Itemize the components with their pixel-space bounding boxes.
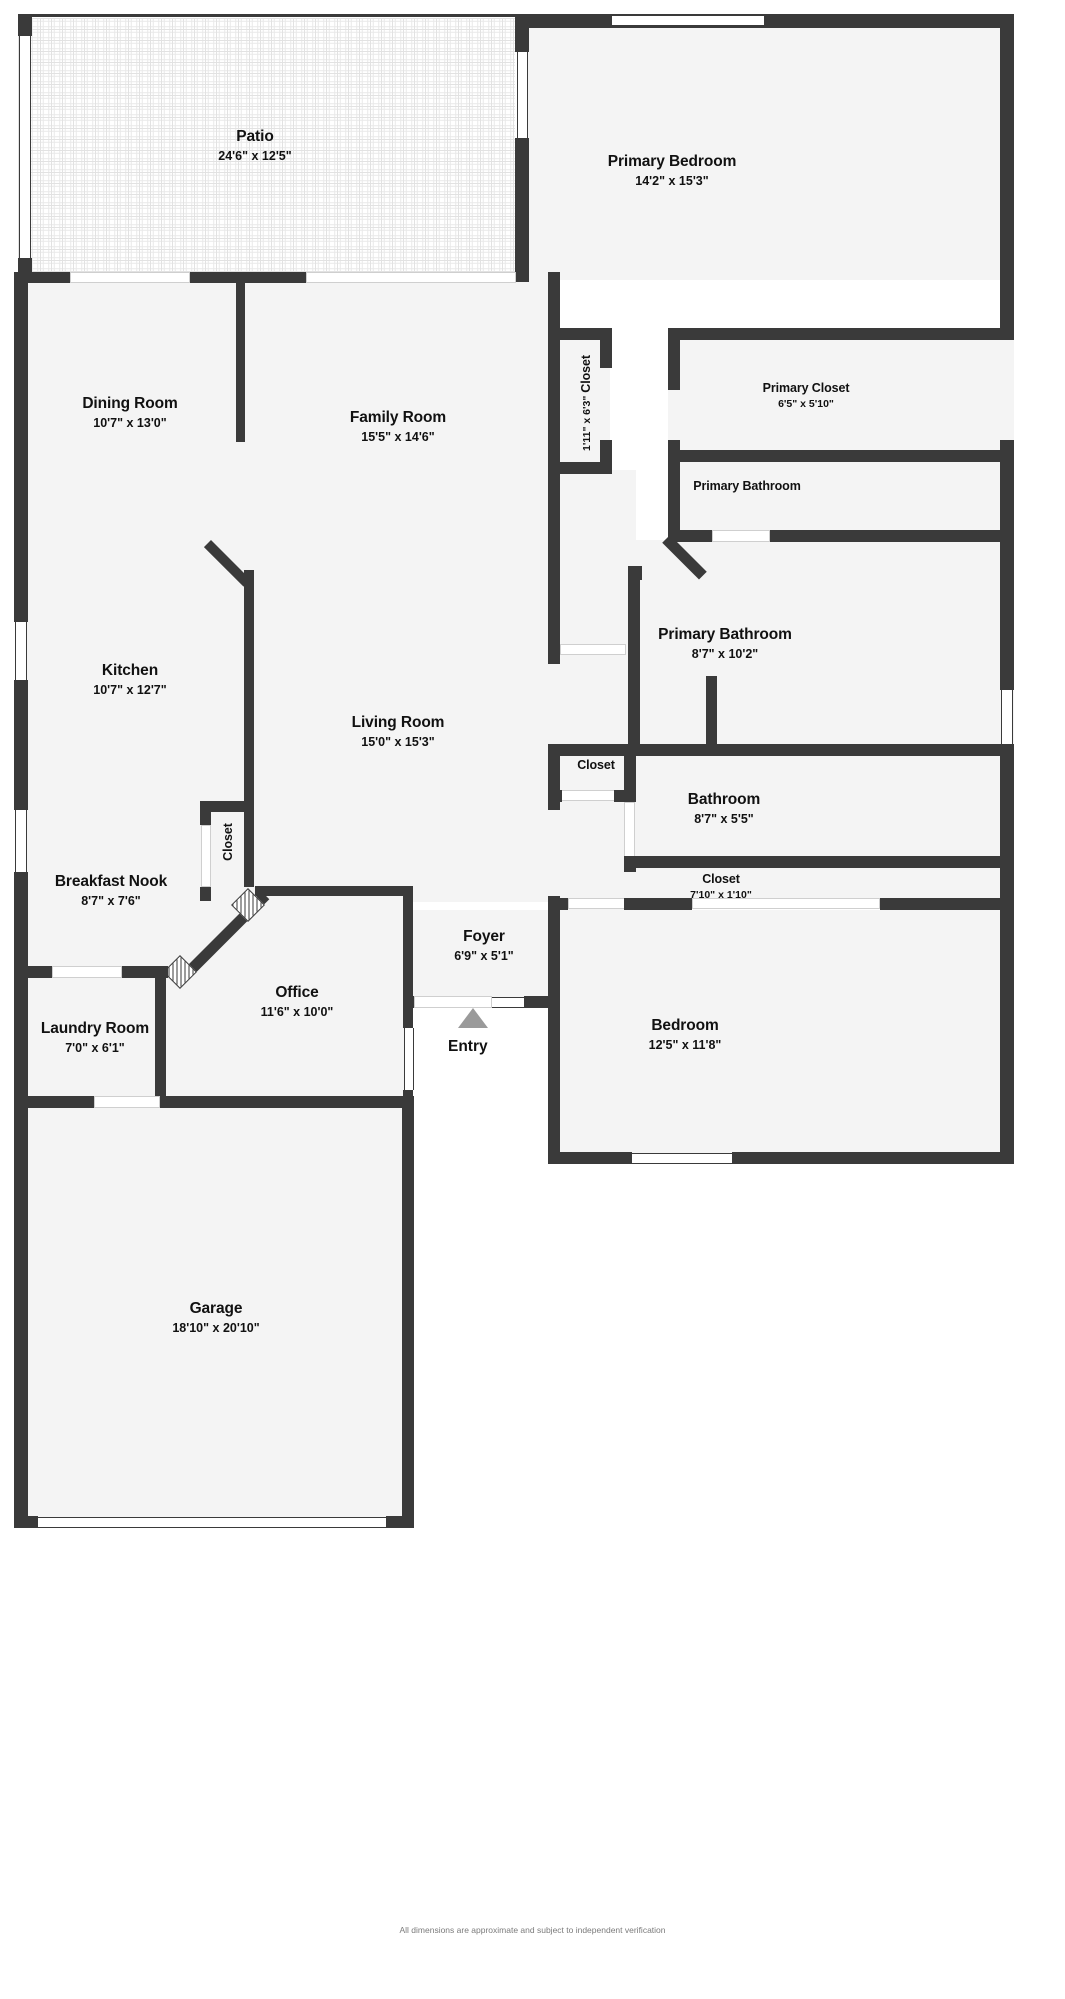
wall-hall-closet-right-top xyxy=(600,328,612,368)
wall-primary-closet-top xyxy=(668,328,1014,340)
wall-primary-closet-bottom xyxy=(668,450,1014,462)
floor-primary-bedroom xyxy=(520,18,1010,280)
floor-patio xyxy=(18,18,515,275)
opening-primary-bathwc-door xyxy=(712,530,770,542)
wall-bath-cluster-top xyxy=(548,744,1014,756)
wall-office-right-b xyxy=(403,1000,413,1028)
opening-nook-closet xyxy=(201,825,211,887)
window-kitchen-left-1 xyxy=(15,622,27,680)
floor-primary-bath-wc xyxy=(680,458,1014,538)
wall-exterior-right-lower xyxy=(1000,752,1014,1164)
floor-laundry xyxy=(18,972,160,1098)
wall-nook-closet-left-lower xyxy=(200,887,211,901)
opening-patio-dining xyxy=(70,272,190,283)
wall-hall-closet-left xyxy=(548,340,560,472)
wall-primary-bathroom-left xyxy=(628,570,640,752)
footer-disclaimer: All dimensions are approximate and subje… xyxy=(399,1925,666,1935)
window-foyer-sidelight xyxy=(492,997,524,1008)
wall-bedroom-top-a xyxy=(548,898,568,910)
wall-primary-bathwc-bottom-a xyxy=(668,530,712,542)
opening-hall-to-bath xyxy=(560,644,626,655)
wall-exterior-left-b xyxy=(14,680,28,810)
wall-garage-top-b xyxy=(160,1096,413,1108)
wall-garage-right xyxy=(402,1096,414,1528)
wall-exterior-left-garage xyxy=(14,1100,28,1528)
wall-office-right xyxy=(403,886,413,1000)
wall-family-right xyxy=(548,272,560,342)
wall-kitchen-right xyxy=(244,570,254,804)
wall-foyer-right xyxy=(548,910,560,1004)
wall-laundry-top-a xyxy=(18,966,52,978)
wall-patio-bottom-mid xyxy=(190,272,306,283)
opening-laundry-top xyxy=(52,966,122,978)
entry-label: Entry xyxy=(448,1038,488,1055)
garage-door xyxy=(38,1517,386,1528)
wall-foyer-bottom-b xyxy=(524,996,560,1008)
wall-nook-closet-top xyxy=(200,801,254,812)
wall-hall-closet-bottom xyxy=(548,462,612,474)
floor-office xyxy=(160,1000,412,1098)
wall-closet-hall2-right xyxy=(624,744,636,796)
entry-arrow-icon xyxy=(458,1008,488,1028)
floor-bathroom xyxy=(634,752,1014,862)
wall-hall-left-mid xyxy=(548,474,560,644)
window-patio-to-bedroom xyxy=(517,52,528,138)
window-nook-left xyxy=(15,810,27,872)
window-bedroom-bottom xyxy=(632,1153,732,1164)
wall-patio-bottom-left xyxy=(18,272,70,283)
wall-garage-bottom-right xyxy=(386,1516,414,1528)
wall-garage-bottom-left xyxy=(14,1516,38,1528)
wall-laundry-right xyxy=(155,972,166,1098)
floor-hall-right xyxy=(556,470,636,910)
wall-primary-bathwc-left xyxy=(668,450,680,542)
wall-dining-family-divider xyxy=(236,278,245,442)
window-office-right xyxy=(404,1028,414,1090)
wall-primary-bedroom-left-lower xyxy=(515,138,529,282)
floor-dining-family-living xyxy=(18,278,558,902)
wall-bedroom-bottom-a xyxy=(548,1152,632,1164)
wall-exterior-left-d xyxy=(14,972,28,1104)
floor-garage xyxy=(18,1100,412,1524)
wall-bedroom-top-b xyxy=(624,898,692,910)
floor-closet-hall2 xyxy=(558,752,634,796)
wall-exterior-left-c xyxy=(14,872,28,972)
wall-nook-closet-right xyxy=(244,801,254,887)
opening-laundry-garage xyxy=(94,1096,160,1108)
opening-foyer-front-door xyxy=(414,996,492,1008)
wall-exterior-right-mid xyxy=(1000,440,1014,690)
opening-bathroom-door xyxy=(624,802,635,862)
wall-primary-bathwc-bottom-b xyxy=(770,530,1014,542)
wall-primary-bathroom-stub xyxy=(706,676,717,746)
wall-primary-closet-left-a xyxy=(668,328,680,390)
wall-bathroom-bottom xyxy=(624,856,1014,868)
window-primary-bedroom-top xyxy=(612,15,764,26)
opening-patio-family xyxy=(306,272,516,283)
wall-bedroom-bottom-b xyxy=(732,1152,1014,1164)
wall-bedroom-top-c xyxy=(880,898,1014,910)
wall-patio-corner-tl xyxy=(18,14,32,36)
window-primary-bathroom-right xyxy=(1001,690,1013,752)
wall-living-bottom xyxy=(255,886,413,896)
floor-foyer xyxy=(412,910,558,1002)
wall-closet-hall2-bottom-b xyxy=(614,790,636,802)
opening-bedroom-closet-right xyxy=(692,898,880,909)
wall-patio-top xyxy=(18,14,518,17)
wall-exterior-right-top xyxy=(1000,14,1014,334)
wall-hall-door-jamb xyxy=(548,644,560,664)
floor-bedroom xyxy=(556,910,1014,1162)
floor-primary-closet xyxy=(668,328,1014,456)
wall-primary-bedroom-left-upper xyxy=(515,14,529,52)
wall-hall-closet-top xyxy=(548,328,612,340)
wall-primary-bathroom-corner xyxy=(628,566,642,580)
wall-closet-hall2-bottom xyxy=(548,790,562,802)
window-patio-left xyxy=(19,36,31,258)
wall-exterior-top-right xyxy=(518,14,1014,28)
wall-nook-closet-left-stub xyxy=(200,801,211,825)
wall-garage-top-a xyxy=(18,1096,94,1108)
wall-exterior-left-a xyxy=(14,272,28,622)
floor-primary-bathroom xyxy=(628,540,1014,750)
